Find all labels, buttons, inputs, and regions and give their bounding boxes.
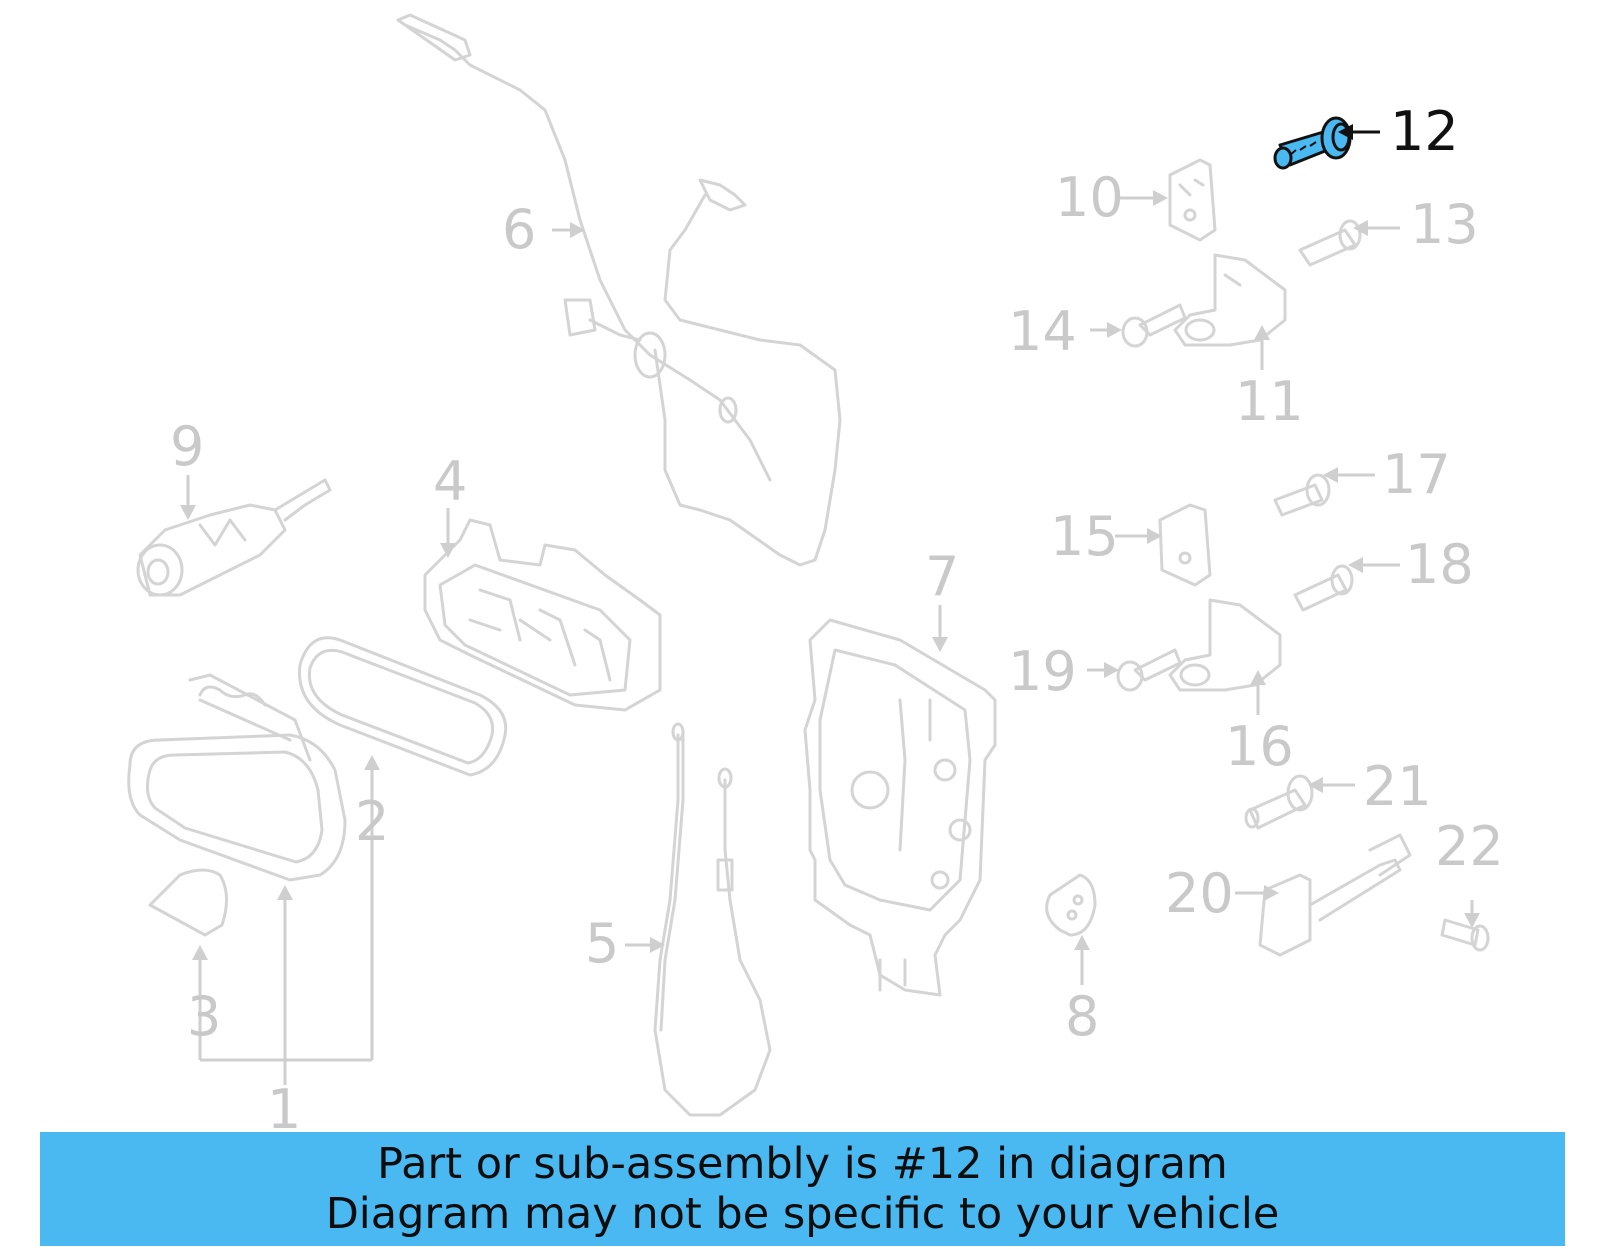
part-21-bolt: [1244, 774, 1314, 830]
part-12-bolt-highlighted[interactable]: [1273, 116, 1352, 170]
caption-line-2: Diagram may not be specific to your vehi…: [325, 1189, 1280, 1239]
callout-22[interactable]: 22: [1435, 815, 1504, 878]
part-20-door-check: [1258, 833, 1412, 957]
part-2-gasket: [298, 636, 508, 777]
callout-21[interactable]: 21: [1363, 755, 1432, 818]
caption-line-1: Part or sub-assembly is #12 in diagram: [377, 1139, 1228, 1189]
callout-15[interactable]: 15: [1050, 505, 1119, 568]
caption-bar: Part or sub-assembly is #12 in diagram D…: [40, 1132, 1565, 1246]
callout-10[interactable]: 10: [1055, 166, 1124, 229]
callout-19[interactable]: 19: [1008, 640, 1077, 703]
part-17-bolt: [1273, 473, 1331, 517]
part-4-handle-carrier: [423, 518, 662, 712]
part-16-hinge: [1168, 598, 1282, 692]
part-19-bolt: [1116, 648, 1182, 692]
part-5-cable: [653, 722, 772, 1117]
part-13-bolt: [1298, 219, 1362, 267]
part-8-grommet: [1045, 873, 1097, 937]
callout-17[interactable]: 17: [1382, 443, 1451, 506]
callout-12[interactable]: 12: [1390, 100, 1459, 163]
part-15-bracket: [1158, 503, 1212, 587]
callout-2[interactable]: 2: [355, 790, 389, 853]
callout-labels: 1 2 3 4 5 6 7 8 9 10 11 12 13 14 15 16 1…: [170, 100, 1504, 1141]
part-3-cap: [148, 868, 228, 937]
part-14-bolt: [1121, 303, 1187, 348]
part-6-cable-harness: [396, 13, 842, 567]
part-22-bolt: [1440, 918, 1490, 952]
part-11-hinge: [1173, 253, 1287, 347]
callout-13[interactable]: 13: [1410, 193, 1479, 256]
callout-3[interactable]: 3: [187, 985, 221, 1048]
callout-18[interactable]: 18: [1405, 533, 1474, 596]
part-10-bracket: [1168, 158, 1217, 242]
callout-4[interactable]: 4: [433, 450, 467, 513]
callout-8[interactable]: 8: [1065, 985, 1099, 1048]
arrowheads: [180, 124, 1480, 960]
part-18-bolt: [1293, 564, 1354, 612]
callout-16[interactable]: 16: [1225, 715, 1294, 778]
part-9-lock-cylinder: [136, 478, 332, 597]
part-1-outer-handle: [127, 673, 347, 882]
callout-11[interactable]: 11: [1235, 370, 1304, 433]
callout-6[interactable]: 6: [502, 198, 536, 261]
leader-lines: [186, 130, 1474, 1085]
callout-14[interactable]: 14: [1008, 300, 1077, 363]
callout-7[interactable]: 7: [925, 545, 959, 608]
callout-1[interactable]: 1: [267, 1078, 301, 1141]
callout-9[interactable]: 9: [170, 415, 204, 478]
callout-20[interactable]: 20: [1165, 862, 1234, 925]
callout-5[interactable]: 5: [585, 912, 619, 975]
part-7-door-lock: [803, 618, 997, 997]
